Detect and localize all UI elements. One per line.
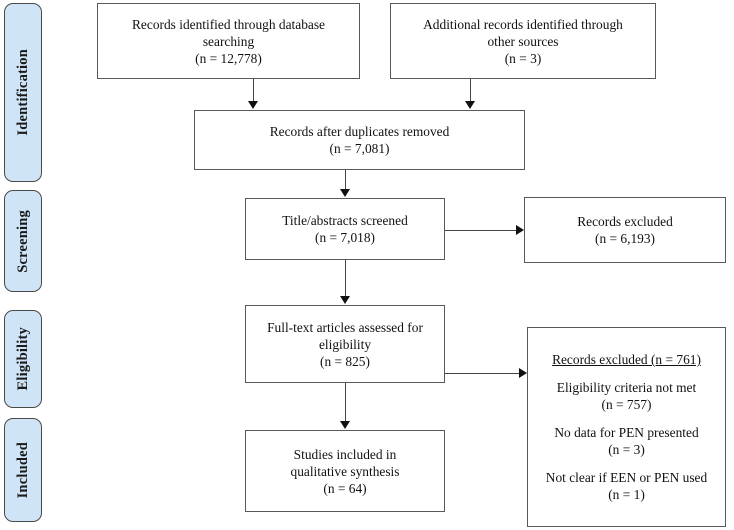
box-database-search: Records identified through database sear… (97, 3, 360, 79)
connector-fulltext-included-arrow (340, 421, 350, 429)
stage-label-included-text: Included (14, 441, 31, 499)
box-fulltext-assessed-count: (n = 825) (320, 353, 370, 369)
connector-eligibility-excluded-arrow (519, 368, 527, 378)
box-fulltext-assessed: Full-text articles assessed for eligibil… (245, 305, 445, 383)
box-title-abstracts-screened: Title/abstracts screened (n = 7,018) (245, 198, 445, 260)
box-records-excluded-screening: Records excluded (n = 6,193) (524, 197, 726, 263)
connector-database-search-stem (253, 79, 255, 103)
box-fulltext-assessed-line1: Full-text articles assessed for (267, 319, 423, 335)
box-records-excluded-eligibility-reason1: Eligibility criteria not met (556, 380, 697, 395)
connector-other-sources-arrow (465, 101, 475, 109)
stage-label-included: Included (4, 418, 42, 522)
connector-screened-fulltext-arrow (340, 296, 350, 304)
box-studies-included-count: (n = 64) (323, 480, 367, 496)
stage-label-eligibility-text: Eligibility (14, 327, 31, 391)
connector-database-search-arrow (248, 101, 258, 109)
box-database-search-line2: searching (202, 33, 255, 49)
connector-duplicates-arrow (340, 189, 350, 197)
box-title-abstracts-screened-count: (n = 7,018) (315, 230, 375, 245)
box-studies-included-line1: Studies included in (293, 446, 397, 462)
box-other-sources-line2: other sources (487, 33, 559, 49)
stage-label-eligibility: Eligibility (4, 310, 42, 408)
box-studies-included: Studies included in qualitative synthesi… (245, 430, 445, 512)
box-duplicates-removed: Records after duplicates removed (n = 7,… (194, 110, 525, 170)
box-database-search-count: (n = 12,778) (195, 50, 262, 66)
box-other-sources-line1: Additional records identified through (423, 16, 623, 32)
box-records-excluded-eligibility-reason3-count: (n = 1) (608, 487, 645, 502)
box-records-excluded-screening-count: (n = 6,193) (595, 231, 655, 246)
box-other-sources: Additional records identified through ot… (390, 3, 656, 79)
stage-label-identification-text: Identification (14, 49, 31, 136)
connector-duplicates-stem (345, 170, 347, 190)
box-records-excluded-eligibility-reason1-count: (n = 757) (601, 397, 652, 412)
box-database-search-line1: Records identified through database (132, 16, 325, 32)
box-fulltext-assessed-line2: eligibility (318, 336, 372, 352)
stage-label-screening: Screening (4, 190, 42, 292)
stage-label-identification: Identification (4, 3, 42, 182)
connector-other-sources-stem (470, 79, 472, 103)
connector-screening-excluded-arrow (516, 225, 524, 235)
box-records-excluded-screening-line1: Records excluded (577, 214, 673, 229)
box-studies-included-line2: qualitative synthesis (290, 463, 400, 479)
box-records-excluded-eligibility-heading: Records excluded (n = 761) (552, 352, 701, 367)
box-records-excluded-eligibility: Records excluded (n = 761) Eligibility c… (527, 327, 726, 527)
connector-fulltext-included-stem (345, 383, 347, 422)
box-other-sources-count: (n = 3) (504, 50, 542, 66)
box-records-excluded-eligibility-reason2: No data for PEN presented (554, 425, 699, 440)
connector-screening-excluded-stem (445, 230, 516, 232)
box-records-excluded-eligibility-reason2-count: (n = 3) (608, 442, 645, 457)
box-duplicates-removed-line1: Records after duplicates removed (269, 124, 450, 139)
box-duplicates-removed-count: (n = 7,081) (329, 141, 390, 156)
box-records-excluded-eligibility-reason3: Not clear if EEN or PEN used (545, 470, 708, 485)
connector-screened-fulltext-stem (345, 260, 347, 297)
box-title-abstracts-screened-line1: Title/abstracts screened (282, 213, 408, 228)
stage-label-screening-text: Screening (14, 209, 31, 273)
connector-eligibility-excluded-stem (445, 373, 519, 375)
